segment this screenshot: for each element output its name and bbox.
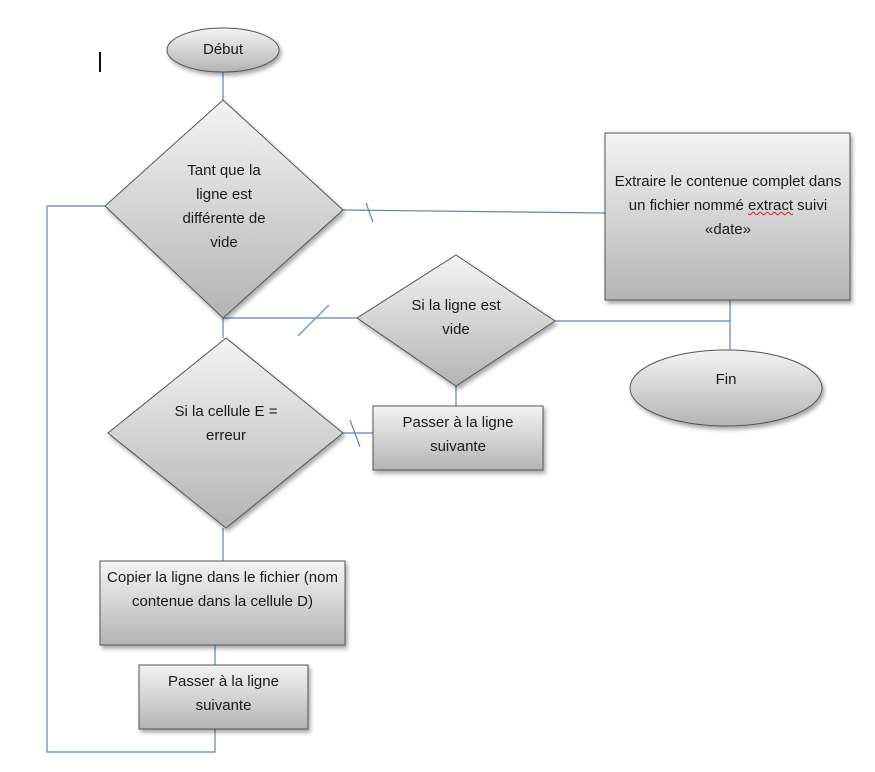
loop-condition-diamond [104,99,344,319]
copy-action-label: Copier la ligne dans le fichier (nom con… [107,569,338,610]
connector-loop-back [46,205,216,753]
empty-check-label: Si la ligne est vide [411,297,501,338]
end-terminal [629,349,823,427]
loop-condition-label: Tant que la ligne est différente de vide [182,162,266,251]
extract-action-label: Extraire le contenue complet dans un fic… [613,170,843,242]
text-cursor [99,52,101,72]
next-line-label-bottom: Passer à la ligne suivante [168,673,279,714]
end-label: Fin [715,371,737,388]
connector-tick [365,202,374,223]
extract-process [604,132,851,301]
copy-process [99,560,346,646]
next-line-process-right [372,405,544,471]
cell-check-diamond [107,337,344,529]
next-line-label-right: Passer à la ligne suivante [402,414,514,455]
start-terminal [166,27,280,73]
connector-loop-to-extract [342,209,606,214]
connector-tick [297,304,330,337]
extract-text-underlined: extract [748,197,794,214]
empty-check-diamond [356,254,556,387]
extract-text-prefix: Extraire le contenue complet dans un fic… [614,173,842,214]
start-label: Début [202,41,244,58]
connector-tick [349,419,361,448]
cell-check-label: Si la cellule E = erreur [174,403,278,444]
next-line-process-bottom [138,664,309,730]
extract-text-suffix: suivi «date» [705,197,828,238]
